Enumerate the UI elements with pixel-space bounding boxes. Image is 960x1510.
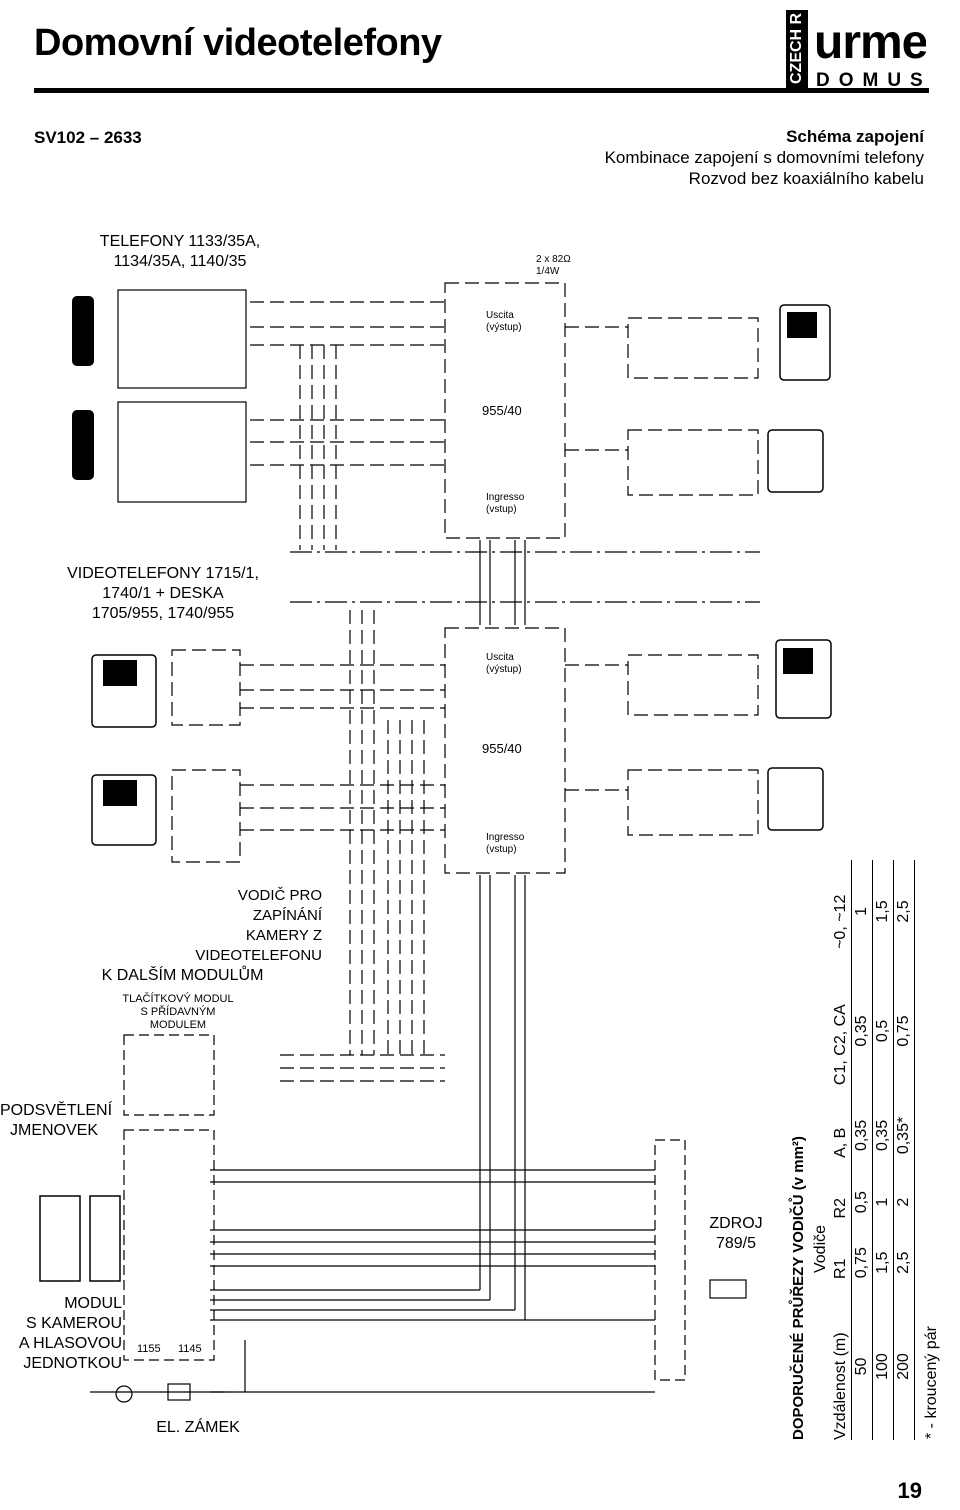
- col-distance: Vzdálenost (m): [832, 1332, 849, 1440]
- cell: 1: [874, 1197, 891, 1207]
- urmet-logo: CZECH R urmet DOMUS: [786, 6, 944, 91]
- unit-box-1: [444, 282, 566, 539]
- telefony-line-1: TELEFONY 1133/35A,: [99, 233, 261, 250]
- podsv-line-2: JMENOVEK: [9, 1122, 98, 1139]
- videotelefony-label: VIDEOTELEFONY 1715/1, 1740/1 + DESKA 170…: [58, 564, 268, 624]
- schema-line-1: Kombinace zapojení s domovními telefony: [604, 148, 924, 167]
- video-line-3: 1705/955, 1740/955: [91, 605, 235, 622]
- cell: 2,5: [895, 1251, 912, 1274]
- logo-sub: DOMUS: [816, 70, 926, 90]
- page-number: 19: [897, 1478, 922, 1503]
- cell: 1,5: [874, 1251, 891, 1274]
- telefony-label: TELEFONY 1133/35A, 1134/35A, 1140/35: [90, 232, 270, 272]
- cell: 0,35: [874, 1119, 891, 1152]
- vystup-label-1: (výstup): [486, 322, 522, 333]
- cell: 0,35: [853, 1119, 870, 1152]
- col-c: C1, C2, CA: [832, 1004, 849, 1086]
- video-monitors: [91, 304, 832, 846]
- schema-description: Schéma zapojení Kombinace zapojení s dom…: [605, 126, 924, 189]
- vodic-label: VODIČ PRO ZAPÍNÁNÍ KAMERY Z VIDEOTELEFON…: [170, 886, 322, 966]
- cell: 0,5: [853, 1191, 870, 1214]
- cell: 100: [874, 1353, 891, 1380]
- phone-terminal-box-1: [117, 289, 247, 389]
- handset-phone-1: [72, 296, 94, 366]
- table-row: 200 2,5 2 0,35* 0,75 2,5: [893, 860, 915, 1440]
- vodic-line-3: VIDEOTELEFONU: [195, 947, 322, 964]
- col-ab: A, B: [832, 1127, 849, 1158]
- zdroj-label: ZDROJ 789/5: [700, 1214, 772, 1254]
- tlac-line-2: S PŘÍDAVNÝM: [140, 1006, 216, 1018]
- col-power: ~0, ~12: [832, 894, 849, 949]
- wire-table: DOPORUČENÉ PRŮŘEZY VODIČŮ (v mm²) Vodiče…: [790, 860, 940, 1441]
- resistor-w-label: 1/4W: [536, 266, 560, 277]
- handset-phones: [72, 296, 94, 480]
- page-title: Domovní videotelefony: [34, 22, 442, 64]
- cell: 1,5: [874, 900, 891, 923]
- telefony-line-2: 1134/35A, 1140/35: [113, 253, 247, 270]
- table-row: 100 1,5 1 0,35 0,5 1,5: [872, 860, 894, 1440]
- resistor-label: 2 x 82Ω: [536, 254, 571, 265]
- zdroj-line-1: ZDROJ: [709, 1215, 763, 1232]
- vystup-label-2: (výstup): [486, 664, 522, 675]
- table-group-header: Vodiče: [812, 1224, 829, 1273]
- table-row: 50 0,75 0,5 0,35 0,35 1: [851, 860, 873, 1440]
- uscita-label-2: Uscita: [486, 652, 514, 663]
- handset-phone-2: [72, 410, 94, 480]
- podsv-line-1: PODSVĚTLENÍ: [0, 1102, 113, 1119]
- unit-label-1: 955/40: [482, 403, 522, 418]
- col-r1: R1: [832, 1258, 849, 1279]
- unit-box-2: [444, 627, 566, 874]
- cell: 1: [853, 907, 870, 916]
- cell: 0,35*: [895, 1116, 912, 1155]
- cell: 0,75: [853, 1247, 870, 1279]
- table-title: DOPORUČENÉ PRŮŘEZY VODIČŮ (v mm²): [790, 1136, 807, 1440]
- modul-line-4: JEDNOTKOU: [23, 1355, 122, 1372]
- modul-line-2: S KAMEROU: [25, 1315, 122, 1332]
- tlac-line-3: MODULEM: [149, 1019, 207, 1031]
- video-line-2: 1740/1 + DESKA: [102, 585, 224, 602]
- schema-title: Schéma zapojení: [786, 127, 924, 146]
- module-1155-label: 1155: [137, 1343, 161, 1355]
- podsvetleni-label: PODSVĚTLENÍ JMENOVEK: [0, 1101, 113, 1141]
- logo-country: CZECH R: [788, 12, 805, 84]
- cell: 50: [853, 1357, 870, 1376]
- zamek-label: EL. ZÁMEK: [156, 1419, 240, 1436]
- cell: 2,5: [895, 900, 912, 923]
- door-panels: [39, 1195, 121, 1282]
- ingresso-label-1: Ingresso: [486, 492, 525, 503]
- cell: 0,35: [853, 1015, 870, 1047]
- logo-brand: urmet: [814, 16, 926, 69]
- button-symbol: [115, 1385, 133, 1403]
- modul-line-1: MODUL: [64, 1295, 122, 1312]
- zdroj-line-2: 789/5: [715, 1235, 757, 1252]
- header-rule: [34, 88, 929, 93]
- table-footnote: * - kroucený pár: [923, 1326, 940, 1439]
- tlacitkovy-label: TLAČÍTKOVÝ MODUL S PŘÍDAVNÝM MODULEM: [118, 993, 238, 1032]
- door-lock-symbol: [167, 1383, 191, 1401]
- cell: 0,5: [874, 1019, 891, 1043]
- video-line-1: VIDEOTELEFONY 1715/1,: [67, 565, 259, 582]
- vstup-label-2: (vstup): [486, 844, 517, 855]
- vstup-label-1: (vstup): [486, 504, 517, 515]
- model-number: SV102 – 2633: [34, 128, 142, 147]
- module-1145-label: 1145: [178, 1343, 202, 1355]
- phone-terminal-box-2: [117, 401, 247, 503]
- vodic-line-2: KAMERY Z: [245, 927, 322, 944]
- tlac-line-1: TLAČÍTKOVÝ MODUL: [122, 993, 234, 1005]
- modul-line-3: A HLASOVOU: [18, 1335, 122, 1352]
- unit-label-2: 955/40: [482, 741, 522, 756]
- col-r2: R2: [832, 1197, 849, 1219]
- cell: 0,75: [895, 1015, 912, 1047]
- cell: 200: [895, 1353, 912, 1380]
- uscita-label-1: Uscita: [486, 310, 514, 321]
- dalsim-label: K DALŠÍM MODULŮM: [101, 967, 264, 984]
- cell: 2: [895, 1197, 912, 1207]
- vodic-line-1: VODIČ PRO ZAPÍNÁNÍ: [237, 887, 322, 924]
- ingresso-label-2: Ingresso: [486, 832, 525, 843]
- schema-line-2: Rozvod bez koaxiálního kabelu: [688, 169, 924, 188]
- modul-label: MODUL S KAMEROU A HLASOVOU JEDNOTKOU: [0, 1294, 122, 1374]
